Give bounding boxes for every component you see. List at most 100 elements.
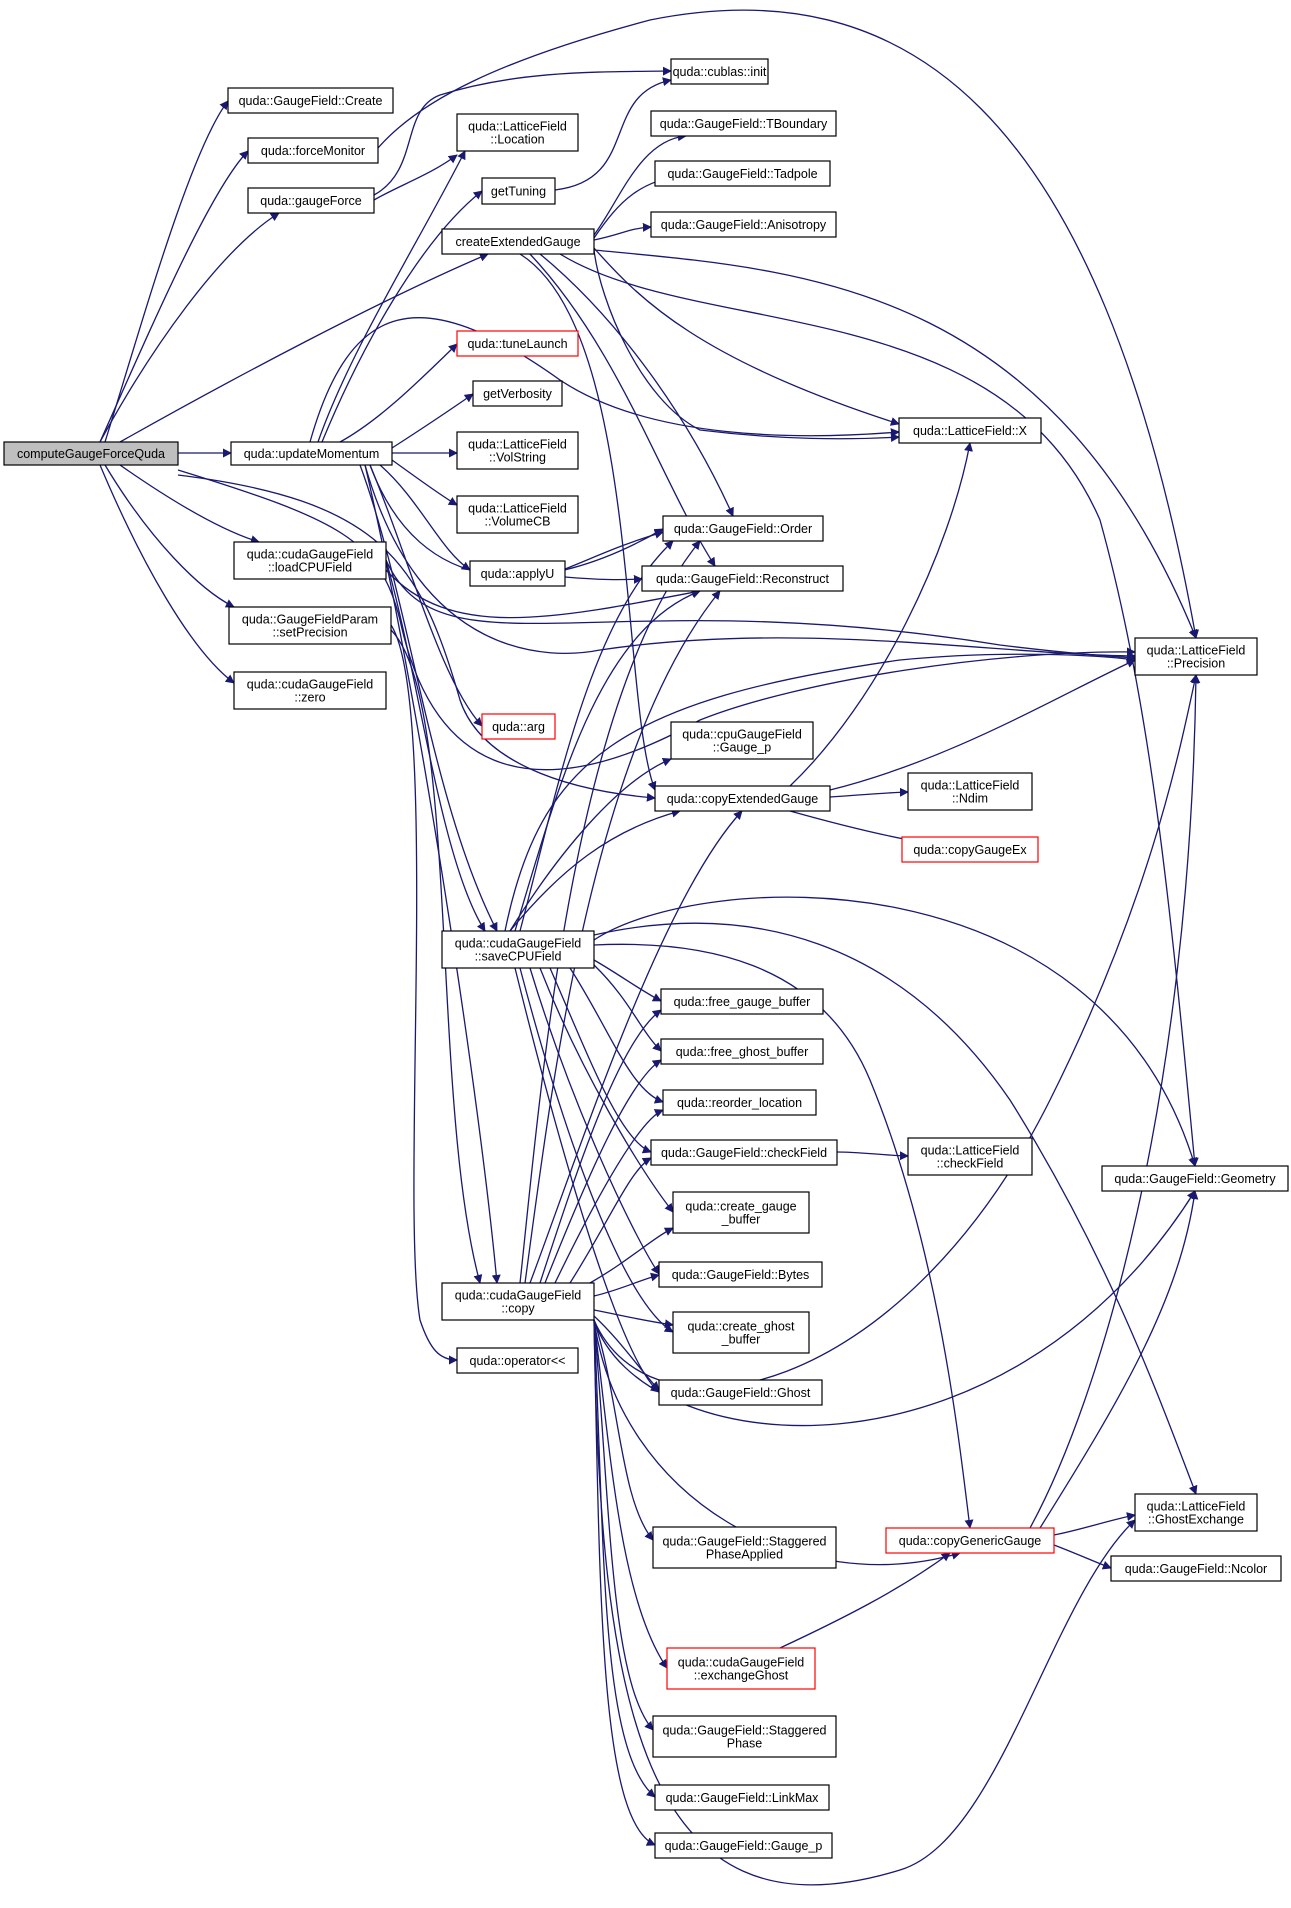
node-anisotropy[interactable]: quda::GaugeField::Anisotropy bbox=[650, 211, 837, 238]
node-ncolor[interactable]: quda::GaugeField::Ncolor bbox=[1110, 1555, 1282, 1582]
node-label: createExtendedGauge bbox=[455, 235, 580, 249]
node-cpuGaugeP[interactable]: quda::cpuGaugeField::Gauge_p bbox=[670, 721, 814, 760]
edge-applyU-to-order bbox=[564, 530, 664, 570]
node-latX[interactable]: quda::LatticeField::X bbox=[898, 417, 1042, 444]
node-order[interactable]: quda::GaugeField::Order bbox=[662, 515, 824, 542]
edge-createExt-to-latX bbox=[593, 249, 900, 442]
edge-root-to-createGF bbox=[104, 100, 229, 443]
node-freeGauge[interactable]: quda::free_gauge_buffer bbox=[660, 988, 824, 1015]
node-box bbox=[650, 110, 837, 137]
node-forceMon[interactable]: quda::forceMonitor bbox=[247, 137, 379, 164]
node-root[interactable]: computeGaugeForceQuda bbox=[3, 441, 179, 466]
node-linkMax[interactable]: quda::GaugeField::LinkMax bbox=[654, 1784, 830, 1811]
edge-gaugeForce-to-cublasInit bbox=[373, 66, 672, 196]
node-box bbox=[456, 431, 579, 470]
node-exchGhost[interactable]: quda::cudaGaugeField::exchangeGhost bbox=[666, 1647, 816, 1690]
edge-saveCPU-to-createGhostBuf bbox=[519, 967, 674, 1333]
node-gaugeP[interactable]: quda::GaugeField::Gauge_p bbox=[654, 1832, 833, 1859]
edge-copyGeneric-to-geometry bbox=[1039, 1190, 1199, 1529]
edge-saveCPU-to-cpuGaugeP bbox=[509, 757, 672, 932]
node-box bbox=[650, 211, 837, 238]
node-label: quda::LatticeField::X bbox=[913, 424, 1028, 438]
node-tBoundary[interactable]: quda::GaugeField::TBoundary bbox=[650, 110, 837, 137]
node-box bbox=[654, 1832, 833, 1859]
edge-createExt-to-precision bbox=[593, 249, 1198, 639]
node-cublasInit[interactable]: quda::cublas::init bbox=[670, 58, 769, 85]
node-label: quda::cudaGaugeField bbox=[247, 548, 374, 562]
edge-createExt-to-latX bbox=[593, 247, 900, 426]
node-tuneLaunch[interactable]: quda::tuneLaunch bbox=[456, 330, 579, 357]
edge-root-to-setPrec bbox=[104, 464, 235, 608]
edge-copy-to-copyGeneric bbox=[593, 1319, 961, 1566]
edge-copyExt-to-ndim bbox=[829, 787, 909, 798]
node-label: ::Precision bbox=[1167, 657, 1225, 671]
node-arg[interactable]: quda::arg bbox=[481, 713, 556, 740]
node-label: ::Gauge_p bbox=[713, 741, 771, 755]
node-box bbox=[658, 1261, 823, 1288]
node-copy[interactable]: quda::cudaGaugeField::copy bbox=[441, 1282, 595, 1321]
edges bbox=[99, 9, 1201, 1886]
node-location[interactable]: quda::LatticeField::Location bbox=[456, 113, 579, 152]
edge-saveCPU-to-freeGhost bbox=[593, 964, 662, 1052]
node-tadpole[interactable]: quda::GaugeField::Tadpole bbox=[654, 160, 831, 187]
node-ghost[interactable]: quda::GaugeField::Ghost bbox=[658, 1379, 823, 1406]
node-ndim[interactable]: quda::LatticeField::Ndim bbox=[907, 772, 1033, 811]
node-precision[interactable]: quda::LatticeField::Precision bbox=[1134, 637, 1258, 676]
edge-saveCPU-to-createGaugeBuf bbox=[539, 967, 674, 1213]
node-label: quda::GaugeField::Geometry bbox=[1114, 1172, 1276, 1186]
edge-copy-to-bytes bbox=[593, 1272, 660, 1297]
node-ghostExch[interactable]: quda::LatticeField::GhostExchange bbox=[1134, 1493, 1258, 1532]
node-checkField[interactable]: quda::GaugeField::checkField bbox=[650, 1139, 838, 1166]
node-volString[interactable]: quda::LatticeField::VolString bbox=[456, 431, 579, 470]
node-reconstruct[interactable]: quda::GaugeField::Reconstruct bbox=[641, 565, 844, 592]
edge-updMom-to-latX bbox=[309, 317, 900, 443]
node-latCheck[interactable]: quda::LatticeField::checkField bbox=[907, 1137, 1033, 1176]
node-opLL[interactable]: quda::operator<< bbox=[456, 1347, 579, 1374]
node-zero[interactable]: quda::cudaGaugeField::zero bbox=[233, 671, 387, 710]
node-label: quda::tuneLaunch bbox=[467, 337, 567, 351]
node-label: quda::LatticeField bbox=[1147, 644, 1246, 658]
edge-saveCPU-to-checkField bbox=[549, 967, 652, 1154]
node-bytes[interactable]: quda::GaugeField::Bytes bbox=[658, 1261, 823, 1288]
node-gaugeForce[interactable]: quda::gaugeForce bbox=[247, 187, 375, 214]
edge-setPrec-to-copy bbox=[390, 629, 483, 1284]
edge-copyGeneric-to-ghostExch bbox=[1053, 1512, 1136, 1536]
node-label: quda::LatticeField bbox=[468, 120, 567, 134]
node-copyGeneric[interactable]: quda::copyGenericGauge bbox=[885, 1527, 1055, 1554]
node-setPrec[interactable]: quda::GaugeFieldParam::setPrecision bbox=[228, 606, 392, 645]
node-label: _buffer bbox=[721, 1213, 761, 1227]
edge-saveCPU-to-freeGauge bbox=[593, 959, 662, 1002]
edge-saveCPU-to-copyExt bbox=[509, 808, 681, 932]
node-copyExt[interactable]: quda::copyExtendedGauge bbox=[654, 785, 831, 812]
node-getVerb[interactable]: getVerbosity bbox=[472, 380, 563, 407]
node-box bbox=[650, 1139, 838, 1166]
node-createGhostBuf[interactable]: quda::create_ghost_buffer bbox=[672, 1311, 810, 1354]
node-createExt[interactable]: createExtendedGauge bbox=[441, 228, 595, 255]
node-box bbox=[227, 87, 394, 114]
node-geometry[interactable]: quda::GaugeField::Geometry bbox=[1101, 1165, 1289, 1192]
edge-root-to-zero bbox=[99, 464, 235, 684]
node-label: _buffer bbox=[721, 1333, 761, 1347]
node-box bbox=[247, 187, 375, 214]
node-getTuning[interactable]: getTuning bbox=[481, 177, 556, 205]
node-copyGaugeEx[interactable]: quda::copyGaugeEx bbox=[901, 836, 1039, 863]
node-saveCPU[interactable]: quda::cudaGaugeField::saveCPUField bbox=[441, 930, 595, 969]
node-label: quda::GaugeField::Gauge_p bbox=[665, 1839, 823, 1853]
edge-copy-to-freeGauge bbox=[539, 1009, 662, 1284]
node-label: quda::GaugeField::Staggered bbox=[662, 1724, 826, 1738]
edge-applyU-to-reconstruct bbox=[564, 574, 643, 584]
node-label: quda::GaugeField::Bytes bbox=[672, 1268, 810, 1282]
node-updMom[interactable]: quda::updateMomentum bbox=[230, 441, 393, 466]
node-volumeCB[interactable]: quda::LatticeField::VolumeCB bbox=[456, 495, 579, 534]
node-applyU[interactable]: quda::applyU bbox=[469, 560, 566, 587]
node-loadCPU[interactable]: quda::cudaGaugeField::loadCPUField bbox=[233, 541, 387, 580]
node-label: quda::LatticeField bbox=[921, 779, 1020, 793]
edge-copyExt-to-copyGaugeEx bbox=[789, 810, 921, 846]
node-reorder[interactable]: quda::reorder_location bbox=[662, 1089, 817, 1116]
node-createGF[interactable]: quda::GaugeField::Create bbox=[227, 87, 394, 114]
node-createGaugeBuf[interactable]: quda::create_gauge_buffer bbox=[672, 1191, 810, 1234]
edge-root-to-createExt bbox=[119, 253, 489, 443]
node-freeGhost[interactable]: quda::free_ghost_buffer bbox=[660, 1038, 824, 1065]
